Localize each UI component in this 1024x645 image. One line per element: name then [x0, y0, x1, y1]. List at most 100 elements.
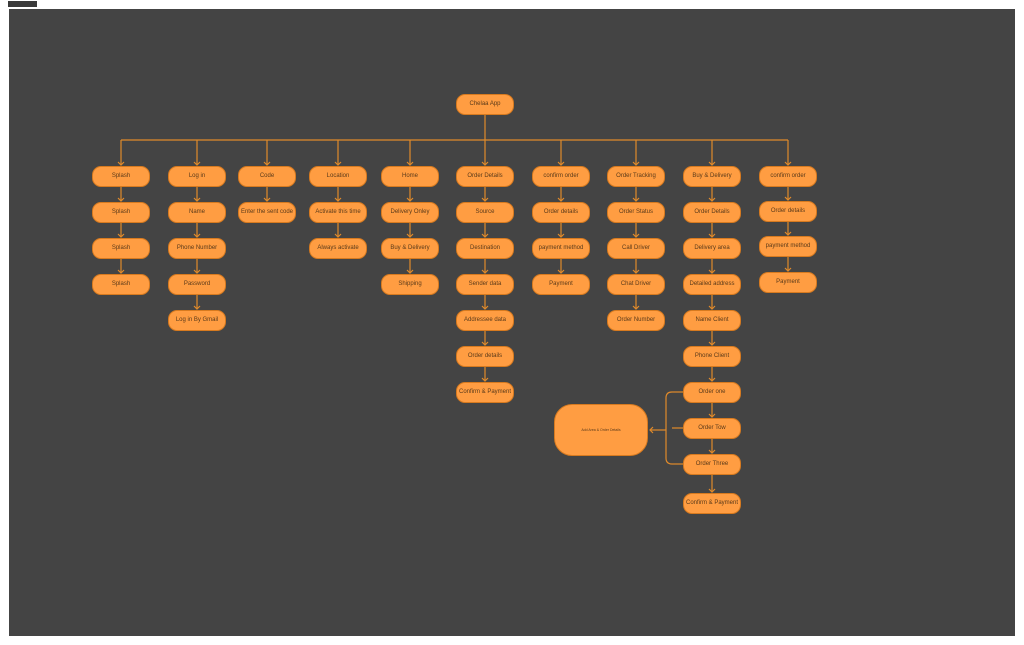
arrow-head-icon — [632, 233, 640, 238]
flow-node[interactable]: Order Three — [683, 453, 741, 475]
arrow-head-icon — [481, 269, 489, 274]
arrow-head-icon — [193, 305, 201, 310]
arrow-head-icon — [708, 413, 716, 418]
flow-node[interactable]: Buy & Delivery — [381, 237, 439, 259]
arrow-head-icon — [708, 341, 716, 346]
flow-node[interactable]: Phone Client — [683, 345, 741, 367]
flow-node[interactable]: Always activate — [309, 237, 367, 259]
flow-node[interactable]: Order details — [759, 200, 817, 222]
arrow-head-icon — [334, 161, 342, 166]
arrow-head-icon — [708, 197, 716, 202]
flow-node[interactable]: Order Status — [607, 201, 665, 223]
flow-node[interactable]: payment method — [532, 237, 590, 259]
flow-node[interactable]: confirm order — [532, 165, 590, 187]
flow-node[interactable]: Order details — [456, 345, 514, 367]
arrow-head-icon — [263, 197, 271, 202]
flow-node[interactable]: Chat Driver — [607, 273, 665, 295]
flow-node[interactable]: Password — [168, 273, 226, 295]
flow-node[interactable]: Name Client — [683, 309, 741, 331]
flow-node[interactable]: Splash — [92, 201, 150, 223]
flow-node[interactable]: Confirm & Payment — [683, 492, 741, 514]
flow-node[interactable]: Enter the sent code — [238, 201, 296, 223]
arrow-head-icon — [557, 233, 565, 238]
arrow-head-icon — [481, 377, 489, 382]
add-area-order-details-node[interactable]: Add Area & Order Details — [554, 404, 648, 456]
flow-node[interactable]: Call Driver — [607, 237, 665, 259]
flow-node[interactable]: Location — [309, 165, 367, 187]
flow-node[interactable]: Destination — [456, 237, 514, 259]
flow-node[interactable]: Order Tow — [683, 417, 741, 439]
arrow-head-icon — [708, 377, 716, 382]
flow-node[interactable]: Name — [168, 201, 226, 223]
arrow-head-icon — [784, 196, 792, 201]
branch-bracket — [665, 391, 673, 465]
arrow-head-icon — [406, 233, 414, 238]
arrow-head-icon — [708, 305, 716, 310]
arrow-head-icon — [708, 449, 716, 454]
flow-node[interactable]: Detailed address — [683, 273, 741, 295]
arrow-head-icon — [481, 197, 489, 202]
arrow-head-icon — [193, 233, 201, 238]
arrow-head-icon — [406, 161, 414, 166]
arrow-head-icon — [708, 488, 716, 493]
flow-node[interactable]: Shipping — [381, 273, 439, 295]
arrow-head-icon — [632, 197, 640, 202]
flow-node[interactable]: Order Number — [607, 309, 665, 331]
flow-node[interactable]: Order Details — [456, 165, 514, 187]
flow-node[interactable]: Order details — [532, 201, 590, 223]
arrow-head-icon — [557, 161, 565, 166]
arrow-head-icon — [481, 305, 489, 310]
flow-node[interactable]: Payment — [532, 273, 590, 295]
arrow-head-icon — [649, 426, 654, 434]
flow-node[interactable]: Activate this time — [309, 201, 367, 223]
arrow-head-icon — [263, 161, 271, 166]
flow-node[interactable]: Phone Number — [168, 237, 226, 259]
arrow-head-icon — [784, 161, 792, 166]
flow-node[interactable]: Home — [381, 165, 439, 187]
arrow-head-icon — [632, 269, 640, 274]
root-node[interactable]: Chelaa App — [456, 93, 514, 115]
flow-node[interactable]: Log in — [168, 165, 226, 187]
flow-node[interactable]: Confirm & Payment — [456, 381, 514, 403]
flow-node[interactable]: Delivery area — [683, 237, 741, 259]
flow-node[interactable]: Addressee data — [456, 309, 514, 331]
flow-node[interactable]: Source — [456, 201, 514, 223]
flow-node[interactable]: Payment — [759, 271, 817, 293]
arrow-head-icon — [117, 197, 125, 202]
flow-node[interactable]: Order Tracking — [607, 165, 665, 187]
arrow-head-icon — [708, 233, 716, 238]
arrow-head-icon — [481, 161, 489, 166]
flow-node[interactable]: confirm order — [759, 165, 817, 187]
arrow-head-icon — [117, 161, 125, 166]
arrow-head-icon — [632, 305, 640, 310]
flow-node[interactable]: Splash — [92, 237, 150, 259]
arrow-head-icon — [193, 161, 201, 166]
arrow-head-icon — [406, 197, 414, 202]
arrow-head-icon — [406, 269, 414, 274]
arrow-head-icon — [784, 231, 792, 236]
arrow-head-icon — [117, 269, 125, 274]
arrow-head-icon — [708, 269, 716, 274]
arrow-head-icon — [193, 197, 201, 202]
arrow-head-icon — [708, 161, 716, 166]
arrow-head-icon — [193, 269, 201, 274]
flow-node[interactable]: Delivery Onley — [381, 201, 439, 223]
frame-label — [8, 1, 37, 7]
arrow-head-icon — [334, 197, 342, 202]
flow-node[interactable]: Buy & Delivery — [683, 165, 741, 187]
flow-node[interactable]: payment method — [759, 235, 817, 257]
flow-node[interactable]: Splash — [92, 165, 150, 187]
arrow-head-icon — [334, 233, 342, 238]
flow-node[interactable]: Log in By Gmail — [168, 309, 226, 331]
arrow-head-icon — [481, 233, 489, 238]
flow-node[interactable]: Sender data — [456, 273, 514, 295]
arrow-head-icon — [557, 269, 565, 274]
flow-node[interactable]: Order Details — [683, 201, 741, 223]
flow-node[interactable]: Splash — [92, 273, 150, 295]
flow-node[interactable]: Order one — [683, 381, 741, 403]
arrow-head-icon — [784, 267, 792, 272]
arrow-head-icon — [632, 161, 640, 166]
flow-node[interactable]: Code — [238, 165, 296, 187]
arrow-head-icon — [557, 197, 565, 202]
